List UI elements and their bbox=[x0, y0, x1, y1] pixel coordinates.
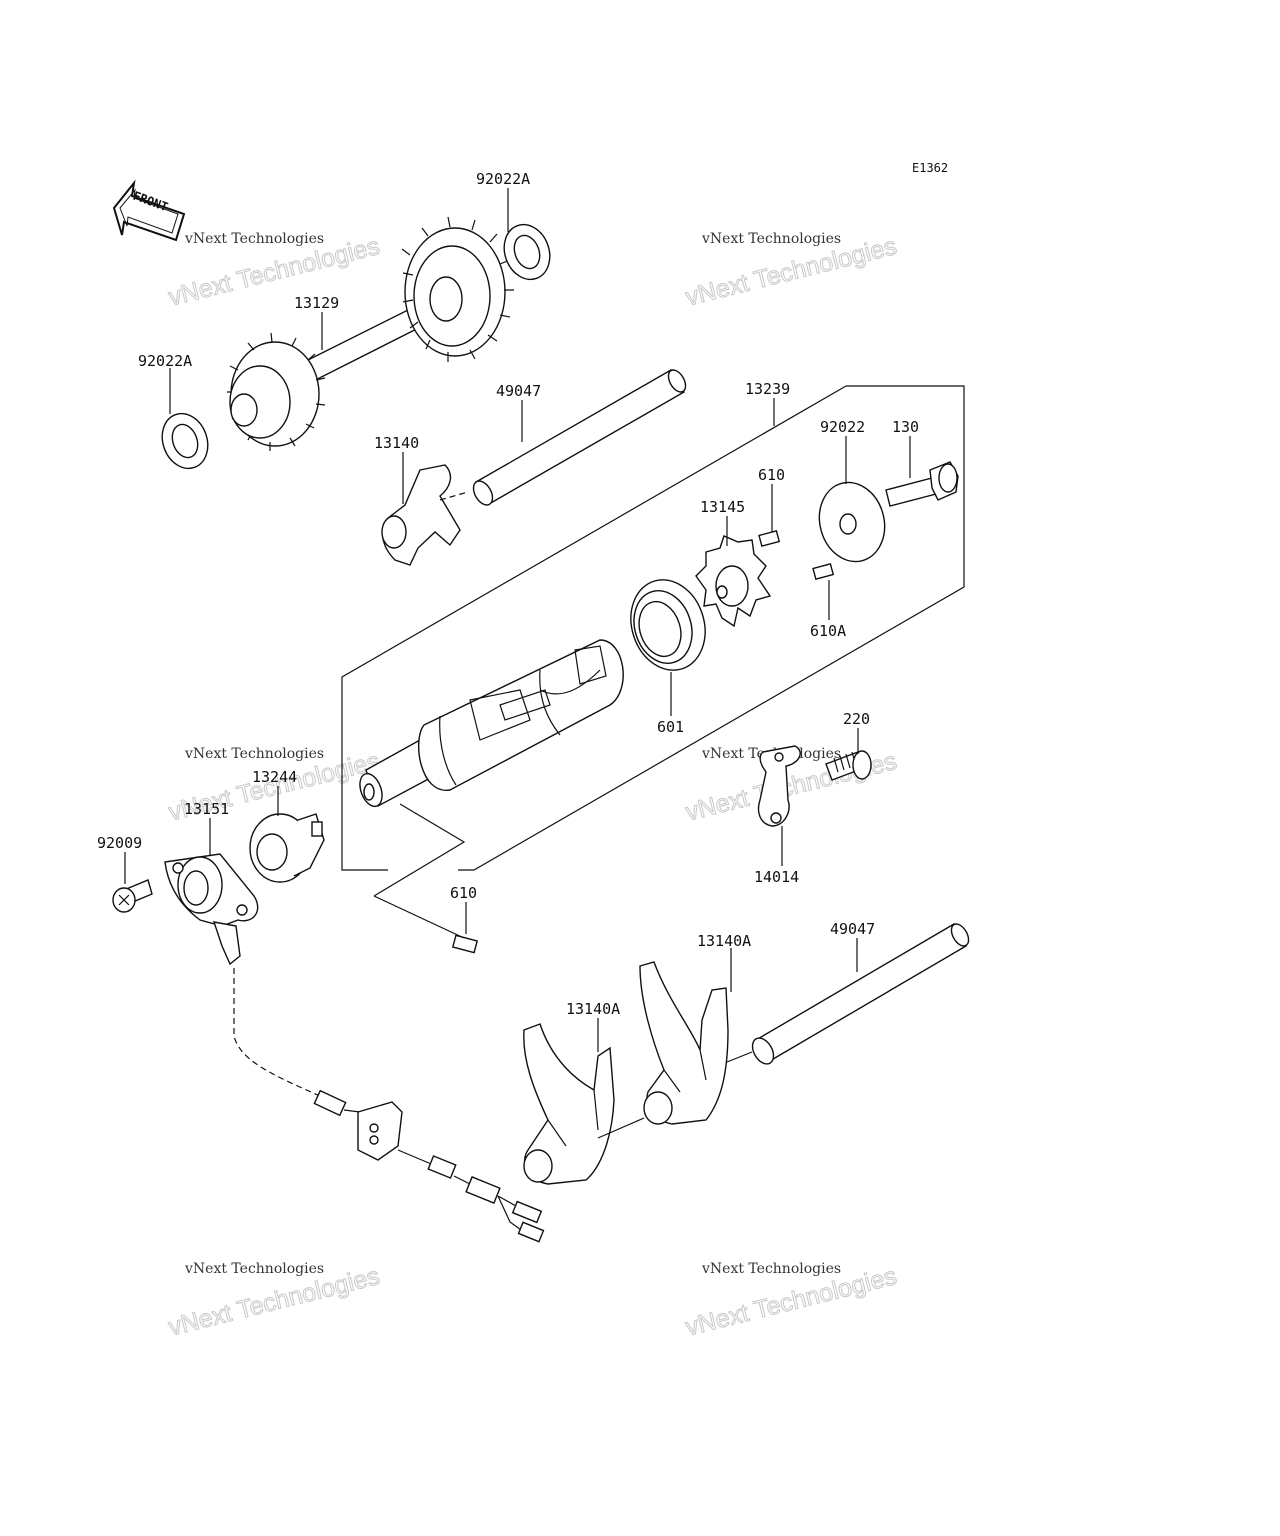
bolt-130 bbox=[885, 461, 959, 507]
watermark-top-right: vNext Technologies vNext Technologies bbox=[682, 231, 900, 312]
shift-fork-13140 bbox=[381, 464, 469, 566]
callout-13145: 13145 bbox=[700, 498, 745, 516]
callout-92022: 92022 bbox=[820, 418, 865, 436]
callout-13244: 13244 bbox=[252, 768, 297, 786]
pin-610-bottom bbox=[373, 803, 479, 954]
callout-220: 220 bbox=[843, 710, 870, 728]
shift-fork-13140A-right bbox=[639, 961, 729, 1125]
switch-rotor-13244 bbox=[249, 813, 325, 883]
callout-49047-top: 49047 bbox=[496, 382, 541, 400]
small-gear-icon bbox=[227, 332, 326, 451]
bearing-601 bbox=[630, 579, 706, 671]
callout-610A: 610A bbox=[810, 622, 846, 640]
pin-610A bbox=[812, 562, 835, 580]
callout-13151: 13151 bbox=[184, 800, 229, 818]
svg-text:vNext Technologies: vNext Technologies bbox=[701, 231, 841, 247]
shift-rod-top bbox=[472, 369, 687, 506]
shift-drum-13239 bbox=[359, 639, 624, 808]
shift-cam-13145 bbox=[695, 535, 772, 628]
callout-601: 601 bbox=[657, 718, 684, 736]
pin-610-top bbox=[758, 529, 781, 547]
watermark-bottom-right: vNext Technologies vNext Technologies bbox=[682, 1261, 900, 1342]
callout-13129: 13129 bbox=[294, 294, 339, 312]
callout-13140A-right: 13140A bbox=[697, 932, 751, 950]
plate-92022 bbox=[818, 481, 886, 563]
washer-left bbox=[161, 412, 209, 470]
callout-610-top: 610 bbox=[758, 466, 785, 484]
callout-13140A-left: 13140A bbox=[566, 1000, 620, 1018]
callout-49047-bottom: 49047 bbox=[830, 920, 875, 938]
svg-text:vNext Technologies: vNext Technologies bbox=[701, 1261, 841, 1277]
big-gear-icon bbox=[401, 216, 514, 362]
callout-13239: 13239 bbox=[745, 380, 790, 398]
callout-92009: 92009 bbox=[97, 834, 142, 852]
group-bracket-right bbox=[458, 385, 965, 871]
screw-92009 bbox=[112, 879, 153, 913]
svg-text:vNext Technologies: vNext Technologies bbox=[184, 231, 324, 247]
watermark-bottom-left: vNext Technologies vNext Technologies bbox=[165, 1261, 383, 1342]
callout-610-bottom: 610 bbox=[450, 884, 477, 902]
front-arrow-icon: FRONT bbox=[112, 179, 186, 242]
callout-92022A-left: 92022A bbox=[138, 352, 192, 370]
svg-text:vNext Technologies: vNext Technologies bbox=[184, 746, 324, 762]
screw-220 bbox=[825, 750, 872, 781]
callout-14014: 14014 bbox=[754, 868, 799, 886]
callout-labels: 92022A 13129 92022A 49047 13239 13140 92… bbox=[97, 170, 919, 1018]
svg-text:vNext Technologies: vNext Technologies bbox=[184, 1261, 324, 1277]
group-bracket-left bbox=[341, 385, 847, 871]
leader-lines bbox=[124, 188, 911, 1052]
shift-rod-bottom bbox=[721, 923, 970, 1065]
shift-fork-13140A-left bbox=[523, 1023, 645, 1185]
watermark-top-left: vNext Technologies vNext Technologies bbox=[165, 231, 383, 312]
shift-shaft-gear-assembly bbox=[227, 216, 514, 451]
stopper-lever-14014 bbox=[757, 745, 801, 827]
callout-13140: 13140 bbox=[374, 434, 419, 452]
neutral-switch-13151 bbox=[164, 853, 259, 966]
diagram-code: E1362 bbox=[912, 161, 948, 175]
callout-130: 130 bbox=[892, 418, 919, 436]
wire-harness bbox=[233, 968, 545, 1243]
washer-top bbox=[503, 223, 551, 281]
callout-92022A-top: 92022A bbox=[476, 170, 530, 188]
